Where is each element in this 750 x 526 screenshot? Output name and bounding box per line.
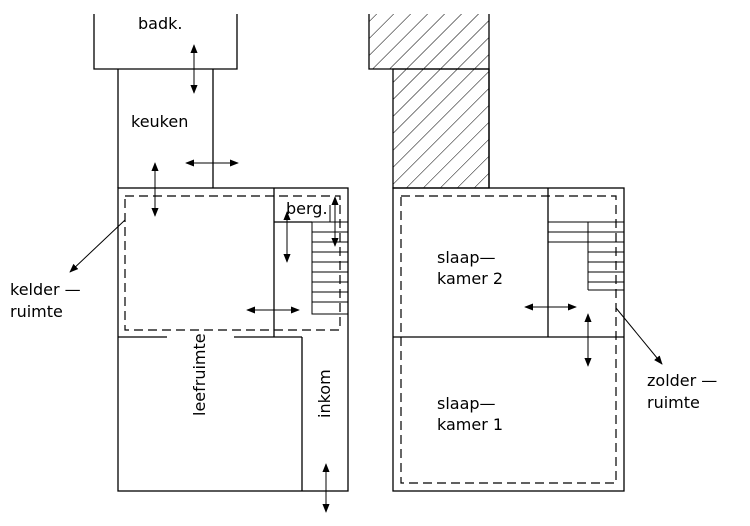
label-kitchen: keuken [131,112,188,131]
label-attic-line2: ruimte [647,393,700,412]
label-basement-line1: kelder — [10,280,81,299]
label-bedroom2-line2: kamer 2 [437,269,503,288]
label-bathroom: badk. [138,14,182,33]
label-basement-line2: ruimte [10,302,63,321]
upper-floor-outline [392,187,625,492]
label-living-room: leefruimte [190,333,209,416]
ground-floor-outline [117,187,349,492]
label-attic-line1: zolder — [647,371,717,390]
leader-basement [69,219,126,273]
basement-dashed-outline [124,195,341,331]
ground-floor-stairs [311,205,349,315]
label-bedroom2-line1: slaap— [437,248,496,267]
upper-floor-stairs [548,221,624,291]
label-storage: berg. [286,199,328,218]
attic-dashed-outline [400,195,617,484]
leader-attic [615,307,663,365]
hatched-volume-top [369,14,489,69]
label-bedroom1-line1: slaap— [437,394,496,413]
upper-floor-plan: slaap— kamer 2 slaap— kamer 1 zolder — r… [368,14,717,492]
hatched-volume-bottom [392,68,490,189]
label-bedroom1-line2: kamer 1 [437,415,503,434]
ground-floor-plan: badk. keuken berg. kelder — ruimte leefr… [10,14,349,513]
bathroom-walls [93,14,238,70]
label-entrance: inkom [315,369,334,418]
